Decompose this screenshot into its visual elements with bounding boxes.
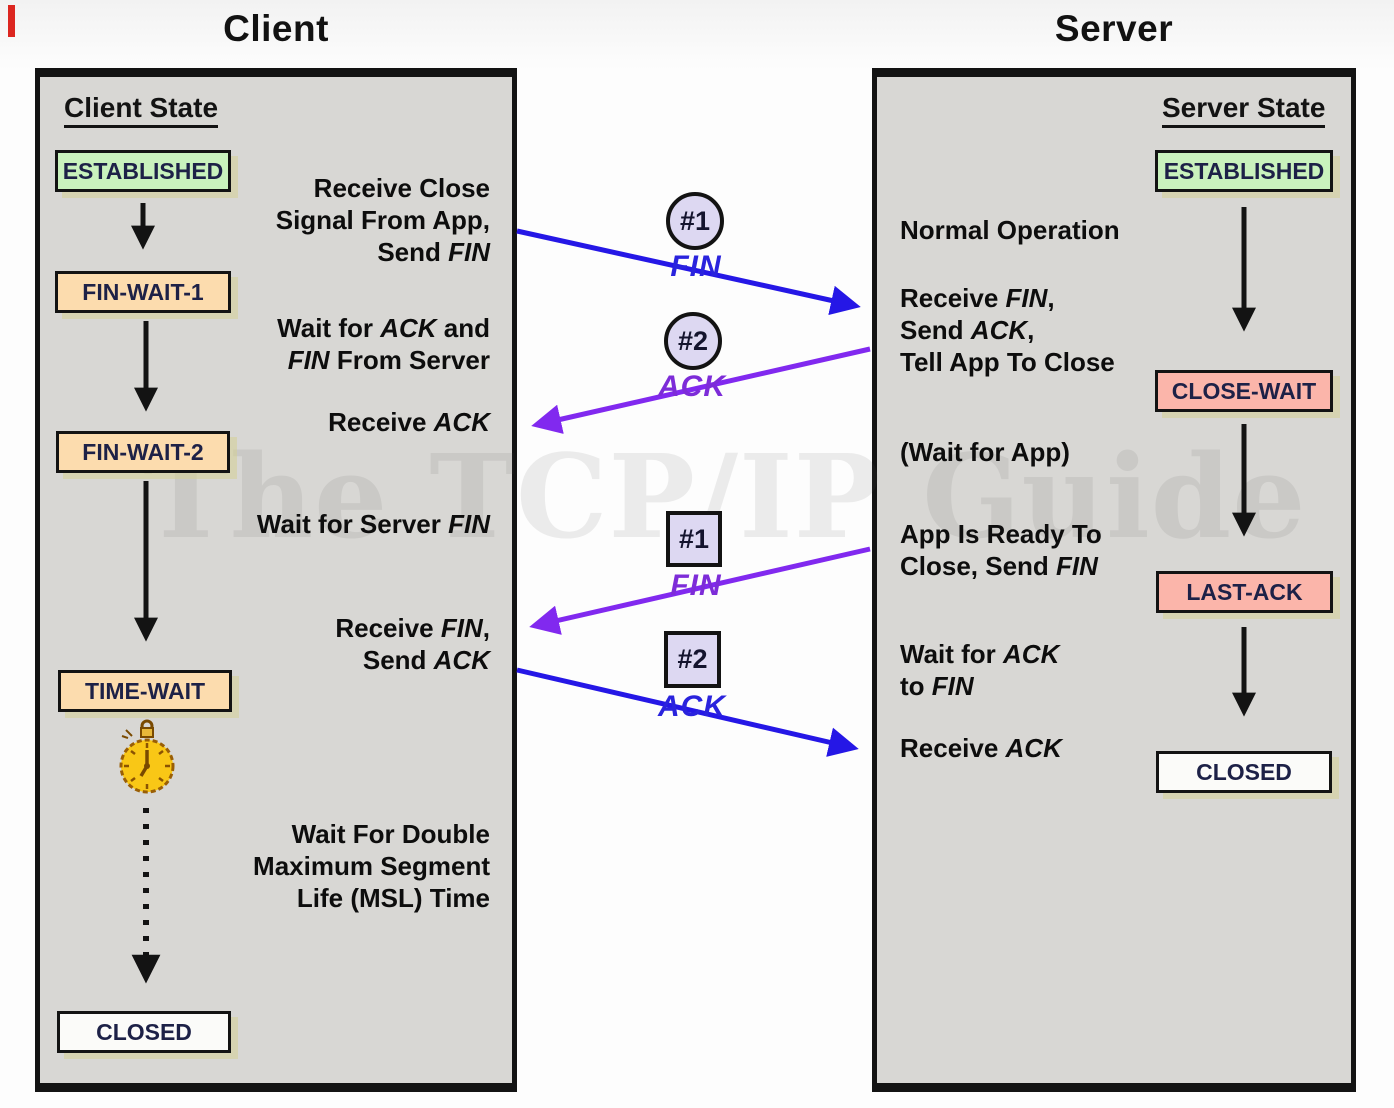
- client-annotation-receive-fin: Receive FIN,Send ACK: [335, 613, 490, 675]
- message-4-ack-label: ACK: [658, 690, 726, 723]
- state-client-established: ESTABLISHED: [55, 150, 231, 192]
- message-2-ack-label: ACK: [658, 370, 726, 403]
- state-server-close-wait: CLOSE-WAIT: [1155, 370, 1333, 412]
- message-1-badge: #1: [666, 192, 724, 250]
- message-2-badge: #2: [664, 312, 722, 370]
- client-annotation-wait-server-fin: Wait for Server FIN: [256, 509, 490, 539]
- state-client-fin-wait-2: FIN-WAIT-2: [56, 431, 230, 473]
- server-annotation-receive-ack: Receive ACK: [900, 733, 1062, 763]
- server-state-heading: Server State: [1162, 92, 1326, 128]
- state-server-closed: CLOSED: [1156, 751, 1332, 793]
- server-annotation-receive-fin: Receive FIN,Send ACK,Tell App To Close: [900, 283, 1115, 377]
- client-title: Client: [223, 8, 329, 49]
- server-annotation-wait-for-app: (Wait for App): [900, 437, 1070, 467]
- state-client-time-wait: TIME-WAIT: [58, 670, 232, 712]
- server-title: Server: [1054, 8, 1174, 49]
- message-4-badge: #2: [664, 631, 721, 688]
- message-3-badge: #1: [666, 511, 722, 567]
- client-annotation-receive-ack: Receive ACK: [328, 407, 490, 437]
- state-server-last-ack: LAST-ACK: [1156, 571, 1333, 613]
- screen-artifact-red-mark: [8, 5, 15, 37]
- message-3-fin-label: FIN: [670, 569, 722, 602]
- state-client-closed: CLOSED: [57, 1011, 231, 1053]
- message-1-fin-label: FIN: [670, 250, 722, 283]
- client-panel: [35, 68, 517, 1092]
- state-client-fin-wait-1: FIN-WAIT-1: [55, 271, 231, 313]
- client-state-heading: Client State: [64, 92, 219, 128]
- state-server-established: ESTABLISHED: [1155, 150, 1333, 192]
- server-annotation-normal-operation: Normal Operation: [900, 215, 1120, 245]
